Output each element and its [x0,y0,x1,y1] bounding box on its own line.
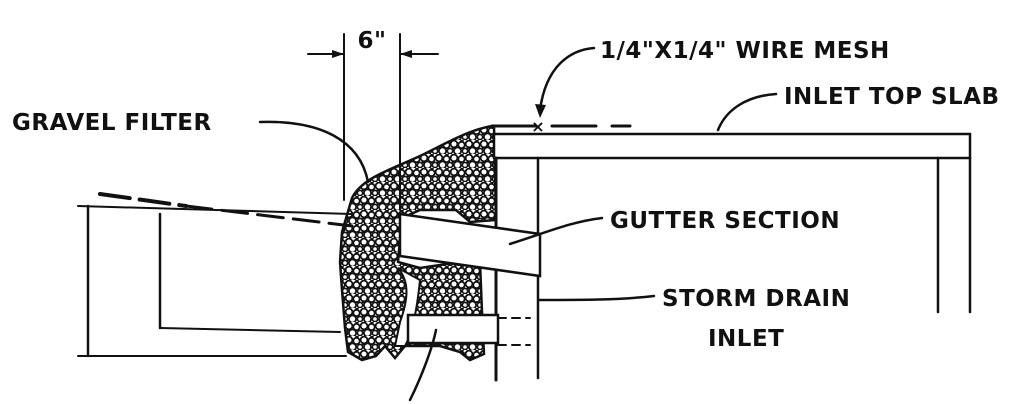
storm-drain-label-line1: STORM DRAIN [662,286,850,312]
mesh-marker-icon: × [531,117,544,136]
gutter-section [398,212,542,278]
inlet-top-slab [492,132,972,160]
gravel-filter-label: GRAVEL FILTER [12,110,212,136]
leader-lines [258,46,778,402]
gravel-notch [393,267,422,347]
gutter-section-label: GUTTER SECTION [610,208,840,234]
street-profile [77,192,354,358]
lower-stub [406,313,500,345]
wire-mesh-label: 1/4"X1/4" WIRE MESH [600,38,890,64]
dimension-label: 6" [358,28,387,54]
dimension-6in [307,33,439,211]
storm-drain-label-line2: INLET [708,326,784,352]
inlet-top-slab-label: INLET TOP SLAB [784,84,1000,110]
